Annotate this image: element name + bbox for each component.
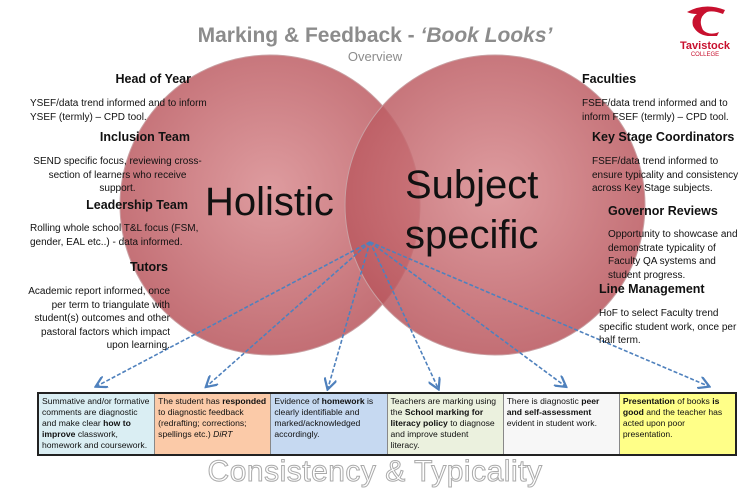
arrow-2 [207,241,371,386]
box-text: homework [321,396,365,406]
box-text: There is diagnostic [506,396,582,406]
subject-label-line2: specific [405,213,539,257]
heading-leadership-team: Leadership Team [86,198,188,212]
criteria-box-4: Teachers are marking using the School ma… [387,394,504,454]
heading-inclusion-team: Inclusion Team [99,130,190,144]
heading-key-stage-coordinators: Key Stage Coordinators [592,130,735,144]
arrow-3 [328,241,371,388]
holistic-label: Holistic [205,180,334,224]
subject-label-line1: Subject [405,163,539,207]
heading-head-of-year: Head of Year [115,72,191,86]
text-tutors: Academic report informed, once per term … [28,286,170,351]
criteria-box-6: Presentation of books is good and the te… [619,394,736,454]
heading-line-management: Line Management [599,282,705,296]
title-italic: ‘Book Looks’ [420,24,553,47]
box-text: to diagnose and improve student literacy… [390,418,495,450]
heading-governor-reviews: Governor Reviews [608,204,718,218]
box-text: peer and self-assessment [506,396,600,417]
box-text: and the teacher has acted upon poor pres… [622,407,723,439]
venn-diagram [0,54,750,400]
box-text: classwork, homework and coursework. [42,429,148,450]
box-text: Teachers are marking using the [390,396,497,417]
criteria-box-5: There is diagnostic peer and self-assess… [503,394,620,454]
logo-sub: COLLEGE [690,52,720,58]
box-text: Summative and/or formative comments are … [42,396,150,428]
text-leadership-team: Rolling whole school T&L focus (FSM, gen… [30,223,199,248]
box-text: how to improve [42,418,131,439]
box-text: Presentation [622,396,675,406]
footer-title: Consistency & Typicality [207,455,543,489]
box-text: is clearly identifiable and marked/ackno… [274,396,374,439]
college-logo: Tavistock COLLEGE [665,4,745,58]
arrow-1 [97,241,371,386]
box-text: evident in student work. [506,418,597,428]
logo-mark-icon [687,6,725,37]
box-text: School marking for literacy policy [390,407,484,428]
criteria-box-2: The student has responded to diagnostic … [155,394,272,454]
arrow-5 [369,241,565,386]
box-text: The student has [158,396,223,406]
criteria-box-3: Evidence of homework is clearly identifi… [271,394,388,454]
title-text: Marking & Feedback - [197,24,421,47]
arrow-6 [369,241,708,386]
box-text: to diagnostic feedback (redrafting; corr… [158,407,247,439]
text-line-management: HoF to select Faculty trend specific stu… [599,308,737,346]
page-subtitle: Overview [347,49,403,64]
page-title: Marking & Feedback - ‘Book Looks’ [0,24,750,48]
box-text: is good [622,396,720,417]
text-head-of-year: YSEF/data trend informed and to inform Y… [30,98,207,123]
box-text: Evidence of [274,396,322,406]
text-governor-reviews: Opportunity to showcase and demonstrate … [608,229,738,281]
box-text: responded [222,396,267,406]
text-key-stage-coordinators: FSEF/data trend informed to ensure typic… [592,156,739,194]
subject-specific-circle [344,54,646,356]
box-text: DiRT [213,429,233,439]
arrow-4 [369,241,438,388]
text-inclusion-team: SEND specific focus, reviewing cross-sec… [33,156,202,194]
logo-name: Tavistock [680,40,730,52]
heading-tutors: Tutors [130,260,168,274]
heading-faculties: Faculties [582,72,637,86]
text-faculties: FSEF/data trend informed and to inform F… [582,98,729,123]
box-text: of books [674,396,713,406]
criteria-boxes: Summative and/or formative comments are … [37,392,737,456]
criteria-box-1: Summative and/or formative comments are … [39,394,156,454]
